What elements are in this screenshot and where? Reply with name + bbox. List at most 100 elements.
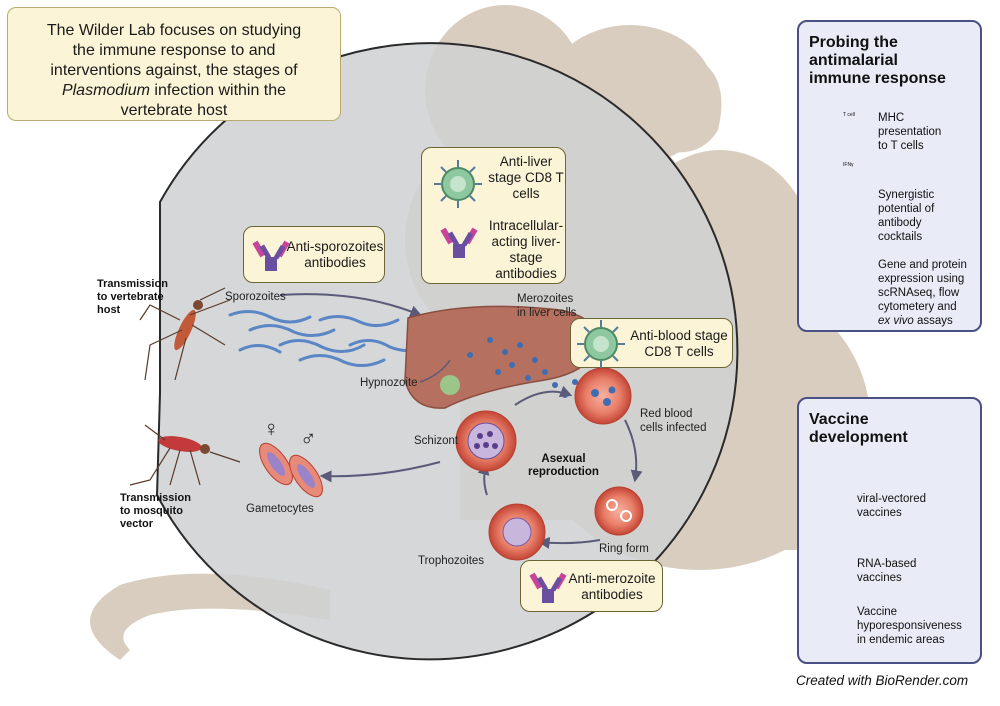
- liver-merozoites: [467, 337, 578, 398]
- intro-line-2: the immune response to and: [72, 42, 276, 59]
- probing-item-cocktails: Synergistic potential of antibody cockta…: [878, 188, 934, 244]
- panel-vaccine: Vaccine development viral-vectored vacci…: [797, 397, 982, 664]
- vaccine-item-hypo: Vaccine hyporesponsiveness in endemic ar…: [857, 605, 962, 647]
- blood-cd8-line: CD8 T cells: [644, 344, 714, 359]
- rbc-infected: [574, 367, 632, 425]
- merozoite-ab-line: Anti-merozoite: [568, 571, 656, 586]
- probing-item-mhc: MHC presentation to T cells: [878, 111, 941, 153]
- liver-cd8-line: stage CD8 T: [488, 170, 564, 185]
- vaccine-title: Vaccine development: [809, 411, 908, 447]
- intro-line-3: interventions against, the stages of: [50, 62, 298, 79]
- label-gametocytes: Gametocytes: [246, 503, 314, 515]
- mosquito-bottom-icon: [129, 424, 241, 486]
- expression-line: Gene and protein: [878, 259, 967, 271]
- probing-item-expression: Gene and protein expression using scRNAs…: [878, 258, 967, 328]
- cocktail-line: cocktails: [878, 231, 923, 243]
- female-symbol: ♀: [263, 416, 280, 441]
- label-red-blood-cells: Red blood cells infected: [640, 407, 706, 435]
- gametocytes-icon: [259, 442, 323, 498]
- intro-line-4-rest: infection within the: [149, 82, 287, 99]
- liver-cd8-line: Anti-liver: [499, 154, 553, 169]
- mhc-line: to T cells: [878, 140, 924, 152]
- cocktail-line: antibody: [878, 217, 922, 229]
- viral-line: vaccines: [857, 507, 902, 519]
- callout-sporozoite: Anti-sporozoites antibodies: [243, 226, 385, 283]
- vaccine-item-rna: RNA-based vaccines: [857, 557, 916, 585]
- liver-ab-line: antibodies: [495, 266, 557, 281]
- liver-ab-line: acting liver-: [491, 234, 561, 249]
- callout-liver: Anti-liver stage CD8 T cells Intracellul…: [421, 147, 566, 284]
- hypo-line: hyporesponsiveness: [857, 620, 962, 632]
- mosquito-top-icon: [139, 287, 231, 381]
- expression-line-last: ex vivo assays: [878, 314, 967, 328]
- rbc-line: cells infected: [640, 422, 707, 434]
- assays-text: assays: [913, 315, 953, 327]
- rbc-schizont: [455, 410, 517, 472]
- label-transmission-vertebrate: Transmission to vertebrate host: [97, 278, 168, 317]
- label-transmission-mosquito: Transmission to mosquito vector: [120, 492, 191, 531]
- expression-line: cytometery and: [878, 301, 957, 313]
- callout-blood-icon: [576, 319, 626, 369]
- ifn-icon-label: IFNγ: [843, 162, 854, 168]
- liver-ab-line: stage: [509, 250, 543, 265]
- panel-probing: Probing the antimalarial immune response…: [797, 20, 982, 332]
- mhc-line: MHC: [878, 112, 905, 124]
- merozoite-ab-line: antibodies: [581, 587, 643, 602]
- rna-line: RNA-based: [857, 558, 917, 570]
- label-ring-form: Ring form: [599, 543, 649, 555]
- biorender-credit: Created with BioRender.com: [796, 673, 969, 688]
- liver-ab-line: Intracellular-: [488, 218, 564, 233]
- merozoites-line: Merozoites: [517, 293, 574, 305]
- callout-sporozoite-icon: [252, 240, 290, 271]
- probing-title: Probing the antimalarial immune response: [809, 34, 946, 88]
- asexual-line: reproduction: [528, 466, 599, 478]
- vaccine-title-line: Vaccine: [809, 411, 869, 428]
- label-hypnozoite: Hypnozoite: [360, 377, 418, 389]
- rna-line: vaccines: [857, 572, 902, 584]
- hypo-line: in endemic areas: [857, 634, 945, 646]
- tm-line: vector: [120, 518, 154, 530]
- hypo-line: Vaccine: [857, 606, 898, 618]
- viral-line: viral-vectored: [857, 493, 927, 505]
- intro-line-1: The Wilder Lab focuses on studying: [46, 22, 302, 39]
- label-schizont: Schizont: [414, 435, 459, 447]
- mhc-line: presentation: [878, 126, 942, 138]
- tv-line: to vertebrate: [97, 291, 164, 303]
- sporozoite-ab-line: Anti-sporozoites: [286, 239, 384, 254]
- probing-title-line: antimalarial: [809, 52, 898, 69]
- sporozoite-ab-line: antibodies: [304, 255, 366, 270]
- male-symbol: ♂: [300, 426, 317, 451]
- hypnozoite-cell: [440, 375, 460, 395]
- arrow-to-liver: [279, 293, 423, 317]
- probing-title-line: Probing the: [809, 34, 898, 51]
- label-merozoites: Merozoites in liver cells: [517, 292, 576, 320]
- intro-box: The Wilder Lab focuses on studying the i…: [7, 7, 341, 121]
- rbc-trophozoite: [488, 503, 546, 561]
- asexual-line: Asexual: [541, 453, 586, 465]
- arrow-hypnozoite: [419, 359, 451, 383]
- callout-blood-cd8: Anti-blood stage CD8 T cells: [570, 318, 733, 369]
- callout-liver-icons: [433, 159, 483, 258]
- cocktail-line: potential of: [878, 203, 935, 215]
- tv-line: host: [97, 304, 121, 316]
- tm-line: Transmission: [120, 492, 191, 504]
- expression-line: expression using: [878, 273, 965, 285]
- intro-line-4: Plasmodium infection within the: [16, 81, 332, 101]
- tm-line: to mosquito: [120, 505, 183, 517]
- cocktail-line: Synergistic: [878, 189, 935, 201]
- intro-line-5: vertebrate host: [120, 102, 228, 119]
- expression-line: scRNAseq, flow: [878, 287, 960, 299]
- callout-merozoite-icon: [529, 572, 567, 603]
- merozoites-line: in liver cells: [517, 307, 577, 319]
- label-trophozoites: Trophozoites: [418, 555, 485, 567]
- label-sporozoites: Sporozoites: [225, 291, 286, 303]
- probing-title-line: immune response: [809, 70, 946, 87]
- callout-merozoite: Anti-merozoite antibodies: [520, 560, 663, 612]
- vaccine-item-viral: viral-vectored vaccines: [857, 492, 926, 520]
- label-asexual: Asexual reproduction: [528, 453, 599, 479]
- ex-vivo-italic: ex vivo: [878, 315, 914, 327]
- asexual-cycle-arrows: [319, 385, 643, 549]
- tcell-icon-label: T cell: [843, 112, 855, 118]
- rbc-ring-form: [594, 486, 644, 536]
